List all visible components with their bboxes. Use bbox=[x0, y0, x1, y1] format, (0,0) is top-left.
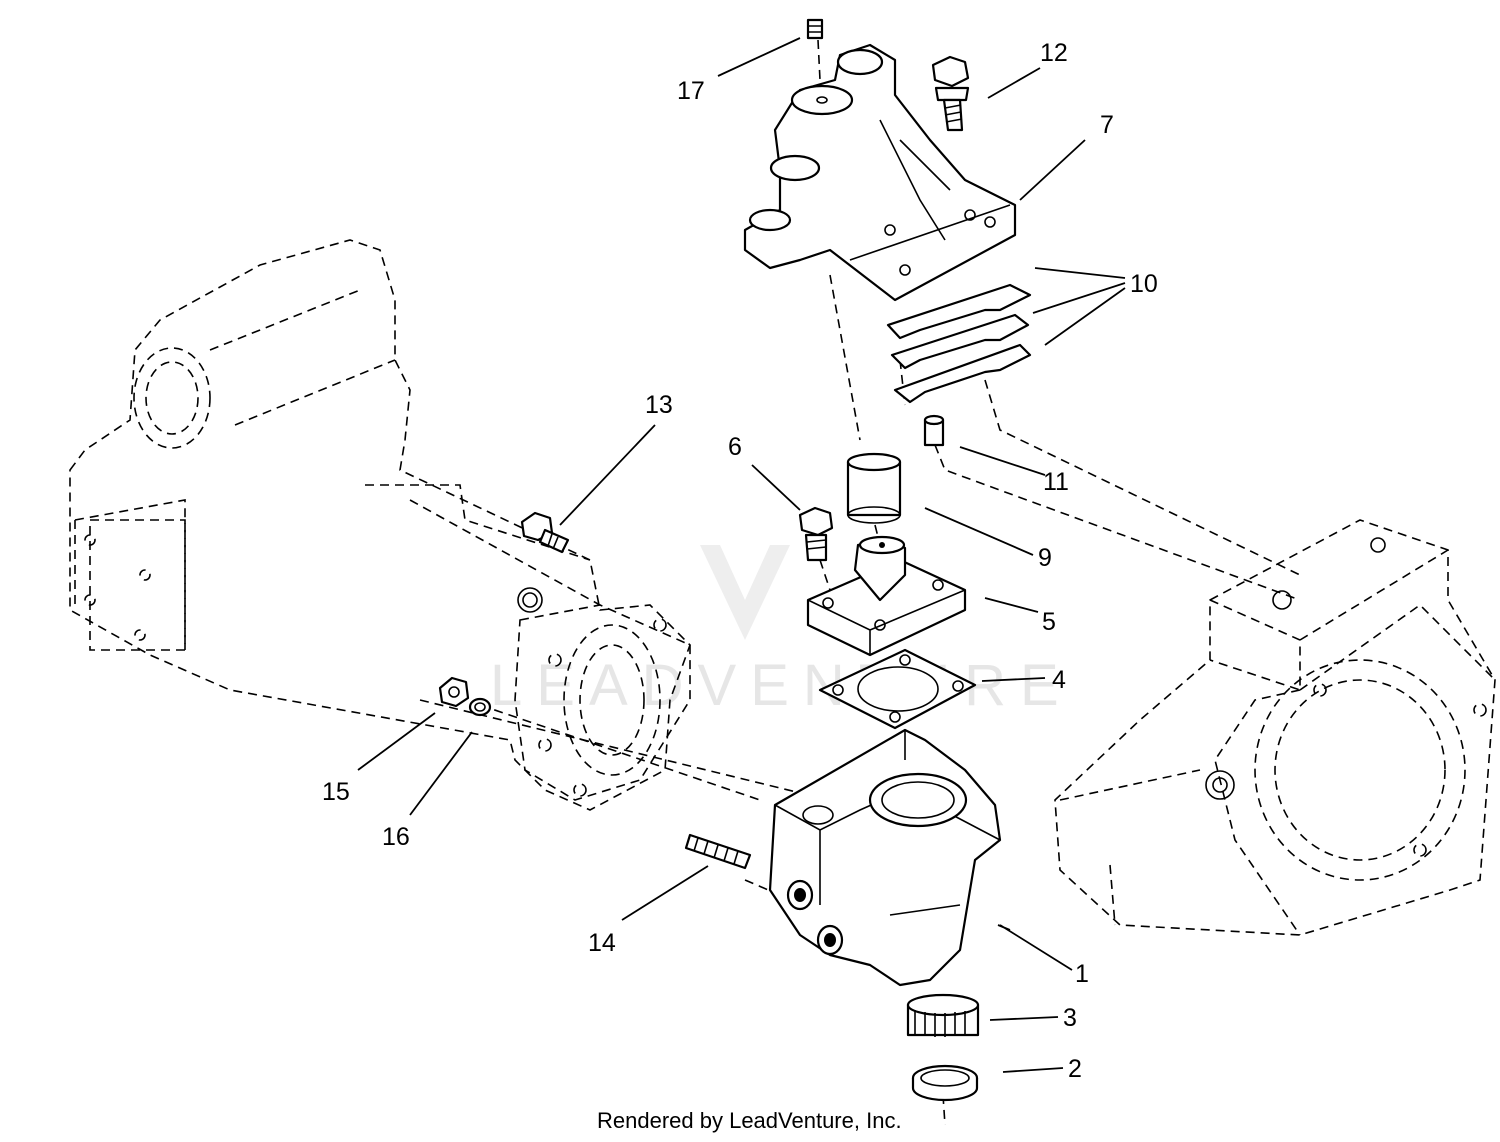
callout-4: 4 bbox=[1052, 666, 1066, 694]
callout-3: 3 bbox=[1063, 1004, 1077, 1032]
callout-9: 9 bbox=[1038, 544, 1052, 572]
grease-fitting bbox=[806, 18, 824, 40]
callout-16: 16 bbox=[382, 823, 410, 851]
watermark-text: LEADVENTURE bbox=[490, 653, 1073, 718]
callout-6: 6 bbox=[728, 433, 742, 461]
lock-washer bbox=[468, 697, 492, 717]
render-credit: Rendered by LeadVenture, Inc. bbox=[597, 1108, 902, 1133]
callout-13: 13 bbox=[645, 391, 673, 419]
bolt-6 bbox=[798, 506, 834, 562]
nut bbox=[438, 676, 470, 708]
callout-15: 15 bbox=[322, 778, 350, 806]
bolt-13 bbox=[520, 511, 570, 554]
bushing bbox=[846, 452, 902, 524]
callout-17: 17 bbox=[677, 77, 705, 105]
callout-2: 2 bbox=[1068, 1055, 1082, 1083]
bolt-12 bbox=[931, 55, 970, 132]
axle-housing-outline bbox=[69, 239, 691, 811]
gasket bbox=[818, 648, 977, 730]
callout-1: 1 bbox=[1075, 960, 1089, 988]
callout-5: 5 bbox=[1042, 608, 1056, 636]
watermark: LEADVENTURE bbox=[490, 545, 1073, 718]
king-pin-cap bbox=[806, 535, 967, 657]
spindle-housing bbox=[768, 728, 1002, 987]
leader-lines bbox=[357, 37, 1126, 1073]
steering-arm bbox=[743, 43, 1017, 302]
callout-14: 14 bbox=[588, 929, 616, 957]
callout-12: 12 bbox=[1040, 39, 1068, 67]
seal-ring bbox=[911, 1064, 979, 1102]
callout-11: 11 bbox=[1043, 468, 1069, 496]
callout-7: 7 bbox=[1100, 111, 1114, 139]
hub-housing-outline bbox=[1054, 519, 1496, 936]
dowel-pin bbox=[923, 414, 945, 447]
watermark-logo-icon bbox=[700, 545, 790, 640]
needle-bearing bbox=[906, 993, 980, 1037]
shims bbox=[886, 283, 1032, 404]
callout-10: 10 bbox=[1130, 270, 1158, 298]
stud bbox=[684, 833, 752, 870]
callouts: 1 2 3 4 5 6 7 9 10 11 12 13 14 15 16 17 bbox=[322, 39, 1158, 1083]
